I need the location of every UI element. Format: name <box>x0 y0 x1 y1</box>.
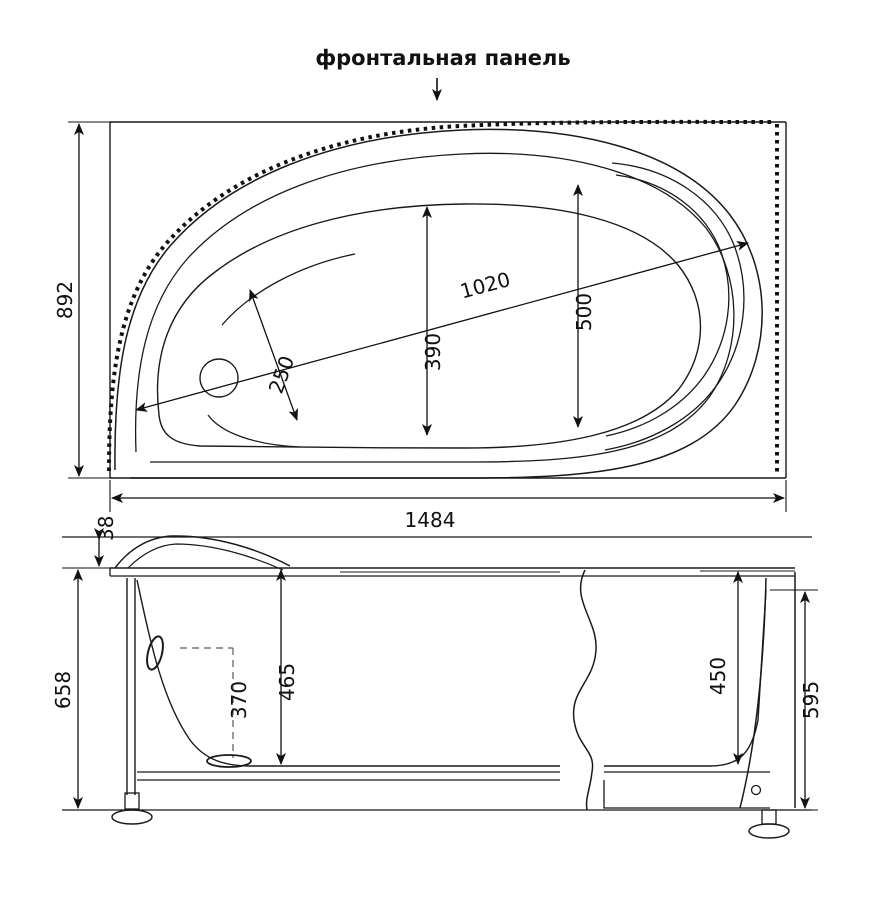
dimension-38: 38 <box>94 516 118 567</box>
dimension-450: 450 <box>706 571 743 765</box>
dimension-500: 500 <box>572 184 596 428</box>
front-apron-lines <box>137 771 770 809</box>
dimension-370-label: 370 <box>227 681 251 719</box>
front-panel-dotted-outline <box>107 119 779 476</box>
dimension-1484: 1484 <box>109 480 787 532</box>
dimension-450-label: 450 <box>706 657 730 695</box>
bowl-arc-left-lower <box>207 414 301 448</box>
dimension-390: 390 <box>421 206 445 436</box>
dimension-595: 595 <box>770 589 823 811</box>
dimension-658-label: 658 <box>51 671 75 709</box>
overflow-outlet-ellipse <box>146 635 164 671</box>
dimension-892: 892 <box>53 121 112 479</box>
tub-right-end-wall <box>739 572 796 809</box>
headrest-pillow <box>114 535 291 571</box>
front-elevation-view: 38 658 465 370 450 595 <box>51 516 823 839</box>
dimension-390-label: 390 <box>421 333 445 371</box>
dimension-892-label: 892 <box>53 281 77 319</box>
dimension-370: 370 <box>180 647 251 758</box>
dimension-595-label: 595 <box>799 681 823 719</box>
break-line-wavy <box>572 569 597 811</box>
dimension-1484-label: 1484 <box>405 508 456 532</box>
dimension-465-label: 465 <box>275 663 299 701</box>
dimension-658: 658 <box>51 567 112 809</box>
drain-outlet-ellipse <box>206 754 252 768</box>
dimension-500-label: 500 <box>572 293 596 331</box>
page-title: фронтальная панель <box>315 46 570 70</box>
apron-fixing-hole <box>750 784 762 796</box>
support-frame <box>126 578 136 795</box>
dimension-38-label: 38 <box>94 516 118 541</box>
dimension-465: 465 <box>275 569 299 765</box>
bath-rim-band <box>109 567 795 577</box>
